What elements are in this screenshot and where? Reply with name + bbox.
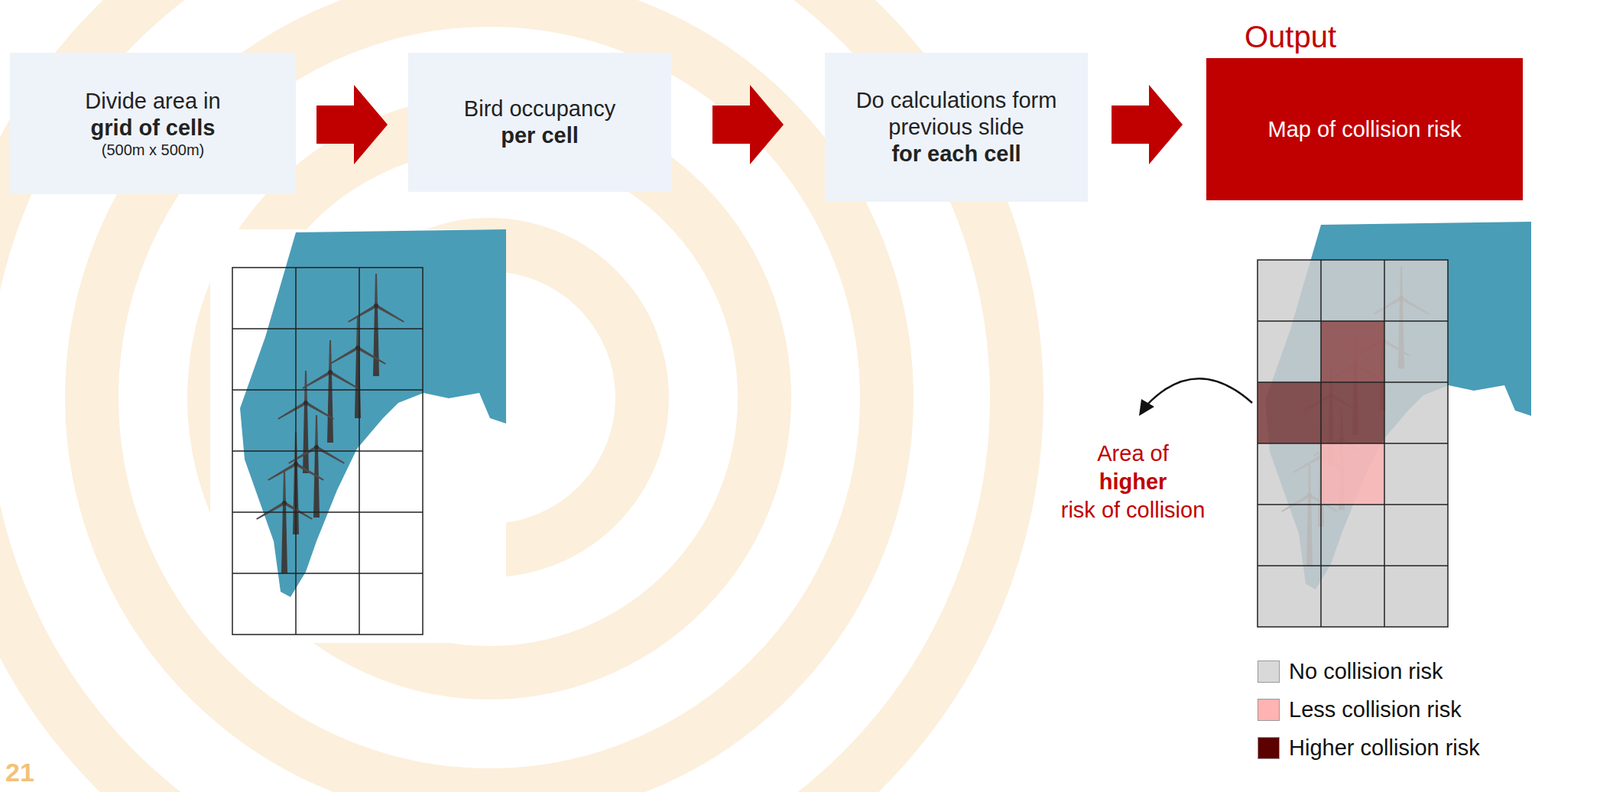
callout-arrow (1139, 378, 1253, 416)
block-arrow (316, 84, 388, 165)
input-map (210, 229, 507, 643)
legend-swatch (1257, 660, 1280, 683)
legend-row: Higher collision risk (1257, 734, 1480, 762)
output-box: OutputMap of collision risk (1206, 58, 1523, 201)
heading-text: Output (1244, 18, 1337, 56)
box-text: Divide area in (84, 87, 221, 115)
callout-text: higher (1018, 468, 1248, 496)
legend-text: Less collision risk (1288, 696, 1462, 724)
slide-number: 21 (5, 756, 67, 789)
box-text: Map of collision risk (1267, 116, 1461, 143)
process-box: Divide area ingrid of cells(500m x 500m) (9, 52, 296, 195)
box-text: Do calculations form previous slide (837, 87, 1076, 141)
risk-map (1257, 221, 1532, 627)
block-arrow (1111, 84, 1183, 165)
callout-text: risk of collision (995, 496, 1271, 524)
box-text: for each cell (891, 140, 1021, 168)
process-box: Bird occupancyper cell (408, 52, 672, 192)
legend-swatch (1257, 698, 1280, 721)
callout-text: Area of (1018, 440, 1248, 468)
box-text: grid of cells (90, 114, 216, 142)
legend-swatch (1257, 736, 1280, 760)
legend-text: No collision risk (1288, 658, 1443, 685)
process-box: Do calculations form previous slidefor e… (824, 52, 1088, 202)
block-arrow (712, 84, 784, 165)
legend-row: No collision risk (1257, 658, 1443, 685)
legend-text: Higher collision risk (1288, 734, 1480, 762)
box-text: Bird occupancy (464, 95, 616, 123)
box-text: (500m x 500m) (101, 140, 205, 160)
legend-row: Less collision risk (1257, 696, 1462, 724)
box-text: per cell (500, 122, 579, 150)
